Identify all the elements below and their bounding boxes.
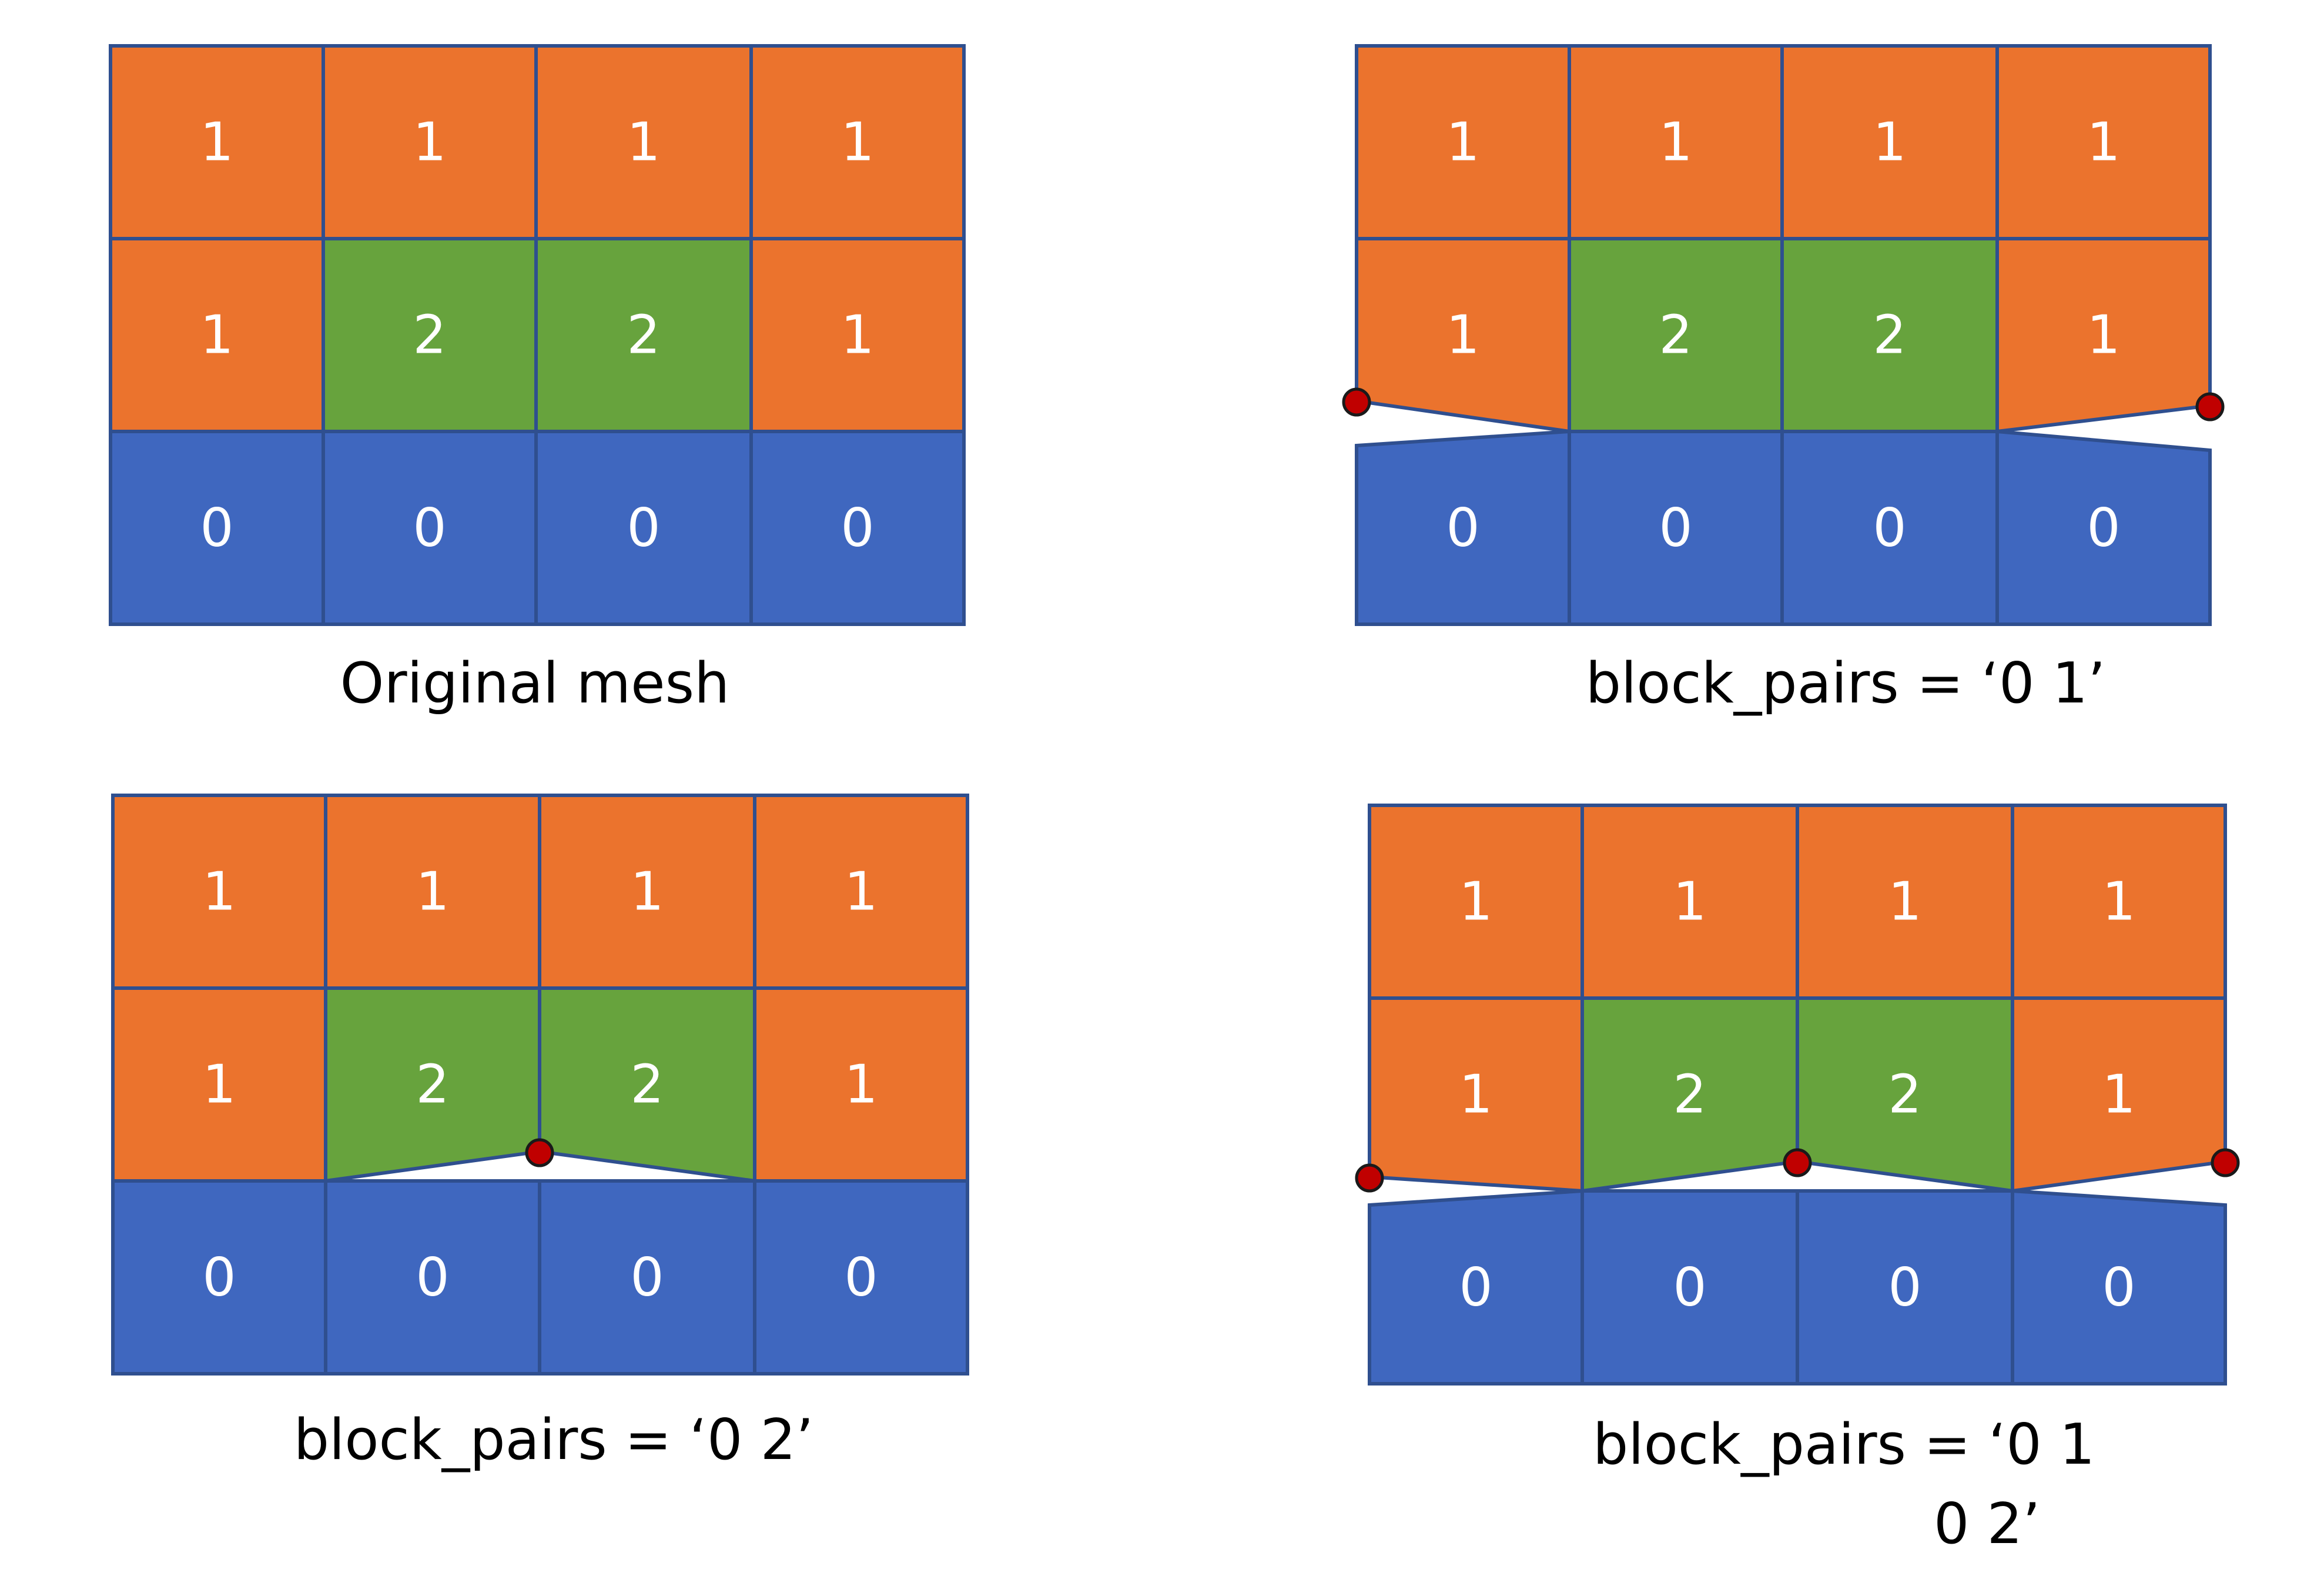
- cell-block-id: 2: [416, 1054, 449, 1116]
- cell-block-id: 0: [413, 497, 446, 559]
- mesh-panel-pairs-01: 1 1 1 1 1 2 2 1 0 0 0 0: [1342, 44, 2225, 626]
- mesh-panel-pairs-02: 1 1 1 1 1 2 2 1 0 0 0 0: [111, 794, 969, 1376]
- cell-block-id: 1: [840, 304, 874, 366]
- cell-block-id: 1: [1873, 112, 1906, 173]
- panel-caption: Original mesh: [340, 651, 730, 716]
- cell-block-id: 0: [2102, 1257, 2135, 1318]
- mesh-panel-pairs-01-02: 1 1 1 1 1 2 2 1 0 0 0 0: [1355, 804, 2240, 1385]
- cell-block-id: 1: [2102, 1064, 2135, 1126]
- cell-block-id: 1: [200, 112, 233, 173]
- mesh-cell: [2011, 1189, 2227, 1385]
- cell-block-id: 0: [200, 497, 233, 559]
- cell-block-id: 1: [1888, 871, 1921, 933]
- cell-block-id: 0: [627, 497, 660, 559]
- cell-block-id: 2: [1888, 1064, 1921, 1126]
- cell-block-id: 1: [413, 112, 446, 173]
- mesh-cell: [753, 1179, 969, 1376]
- cell-block-id: 0: [202, 1247, 236, 1308]
- cell-block-id: 0: [840, 497, 874, 559]
- split-node-marker: [1355, 1163, 1384, 1193]
- caption-line: block_pairs = ‘0 2’: [294, 1408, 814, 1472]
- cell-block-id: 1: [1659, 112, 1692, 173]
- panel-caption: block_pairs = ‘0 1’: [1586, 651, 2106, 716]
- cell-block-id: 2: [1659, 304, 1692, 366]
- split-node-marker: [1783, 1148, 1812, 1177]
- cell-block-id: 1: [2102, 871, 2135, 933]
- cell-block-id: 1: [1446, 112, 1479, 173]
- split-node-marker: [1342, 387, 1371, 417]
- cell-block-id: 0: [1459, 1257, 1492, 1318]
- caption-line: 0 2’: [1934, 1492, 2040, 1557]
- cell-block-id: 0: [1446, 497, 1479, 559]
- caption-line: Original mesh: [340, 651, 730, 716]
- mesh-cell: [1995, 429, 2212, 626]
- mesh-cell: [749, 430, 966, 626]
- cell-block-id: 0: [1673, 1257, 1706, 1318]
- cell-block-id: 0: [2087, 497, 2120, 559]
- cell-block-id: 1: [844, 861, 878, 923]
- caption-line: block_pairs = ‘0 1’: [1586, 651, 2106, 716]
- cell-block-id: 1: [1673, 871, 1706, 933]
- cell-block-id: 1: [1459, 1064, 1492, 1126]
- split-node-marker: [525, 1138, 554, 1167]
- cell-block-id: 0: [630, 1247, 664, 1308]
- cell-block-id: 1: [844, 1054, 878, 1116]
- cell-block-id: 1: [840, 112, 874, 173]
- split-node-marker: [2195, 392, 2225, 421]
- cell-block-id: 2: [1873, 304, 1906, 366]
- cell-block-id: 1: [630, 861, 664, 923]
- cell-block-id: 2: [1673, 1064, 1706, 1126]
- cell-block-id: 1: [2087, 304, 2120, 366]
- cell-block-id: 0: [416, 1247, 449, 1308]
- cell-block-id: 1: [1446, 304, 1479, 366]
- cell-block-id: 0: [844, 1247, 878, 1308]
- cell-block-id: 0: [1659, 497, 1692, 559]
- panel-caption: block_pairs = ‘0 1 0 2’: [1593, 1413, 2095, 1557]
- split-node-marker: [2211, 1148, 2240, 1177]
- cell-block-id: 1: [627, 112, 660, 173]
- cell-block-id: 1: [1459, 871, 1492, 933]
- cell-block-id: 1: [202, 861, 236, 923]
- cell-block-id: 2: [413, 304, 446, 366]
- cell-block-id: 1: [200, 304, 233, 366]
- caption-line: block_pairs = ‘0 1: [1593, 1413, 2095, 1477]
- cell-block-id: 2: [627, 304, 660, 366]
- cell-block-id: 1: [202, 1054, 236, 1116]
- mesh-panel-original: 1 1 1 1 1 2 2 1 0 0 0 0: [109, 44, 966, 626]
- panel-caption: block_pairs = ‘0 2’: [294, 1408, 814, 1472]
- cell-block-id: 1: [2087, 112, 2120, 173]
- cell-block-id: 1: [416, 861, 449, 923]
- cell-block-id: 0: [1888, 1257, 1921, 1318]
- cell-block-id: 2: [630, 1054, 664, 1116]
- cell-block-id: 0: [1873, 497, 1906, 559]
